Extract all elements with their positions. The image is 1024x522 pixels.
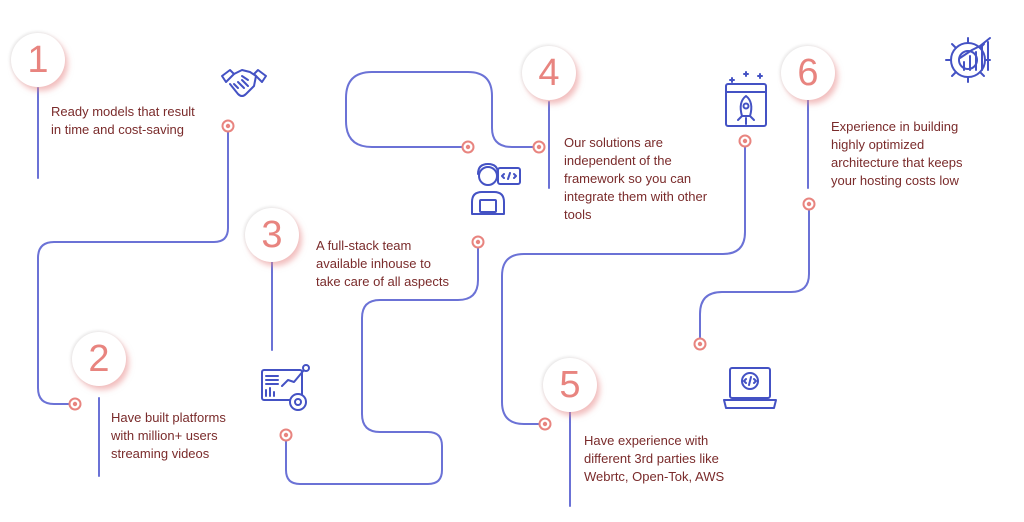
path-5-4 <box>501 140 746 425</box>
step-4-text: Our solutions are independent of the fra… <box>564 135 708 222</box>
step-6-text: Experience in building highly optimized … <box>831 119 963 188</box>
path-6 <box>699 203 810 345</box>
step-4-number: 4 <box>538 52 560 94</box>
step-4-badge: 4 <box>522 46 576 100</box>
handshake-icon <box>221 69 267 97</box>
step-1-text: Ready models that result in time and cos… <box>51 104 195 137</box>
step-1-badge: 1 <box>11 33 65 87</box>
step-5-text: Have experience with different 3rd parti… <box>584 433 725 484</box>
step-5-number: 5 <box>559 364 581 406</box>
analytics-dashboard-icon <box>261 364 310 411</box>
developer-icon <box>471 163 521 215</box>
step-2-number: 2 <box>88 338 110 380</box>
step-3-text: A full-stack team available inhouse to t… <box>316 238 449 289</box>
step-6-badge: 6 <box>781 46 835 100</box>
step-3-badge: 3 <box>245 208 299 262</box>
step-2-text: Have built platforms with million+ users… <box>111 410 226 461</box>
step-6-number: 6 <box>797 52 819 94</box>
step-1-number: 1 <box>27 39 49 81</box>
path-loop-4 <box>345 71 539 148</box>
step-2-badge: 2 <box>72 332 126 386</box>
path-1-2 <box>37 125 229 405</box>
path-3-4 <box>285 241 479 485</box>
step-5-badge: 5 <box>543 358 597 412</box>
gear-chart-icon <box>945 37 991 83</box>
laptop-code-icon <box>723 367 777 409</box>
step-3-number: 3 <box>261 214 283 256</box>
rocket-launch-icon <box>725 71 767 127</box>
